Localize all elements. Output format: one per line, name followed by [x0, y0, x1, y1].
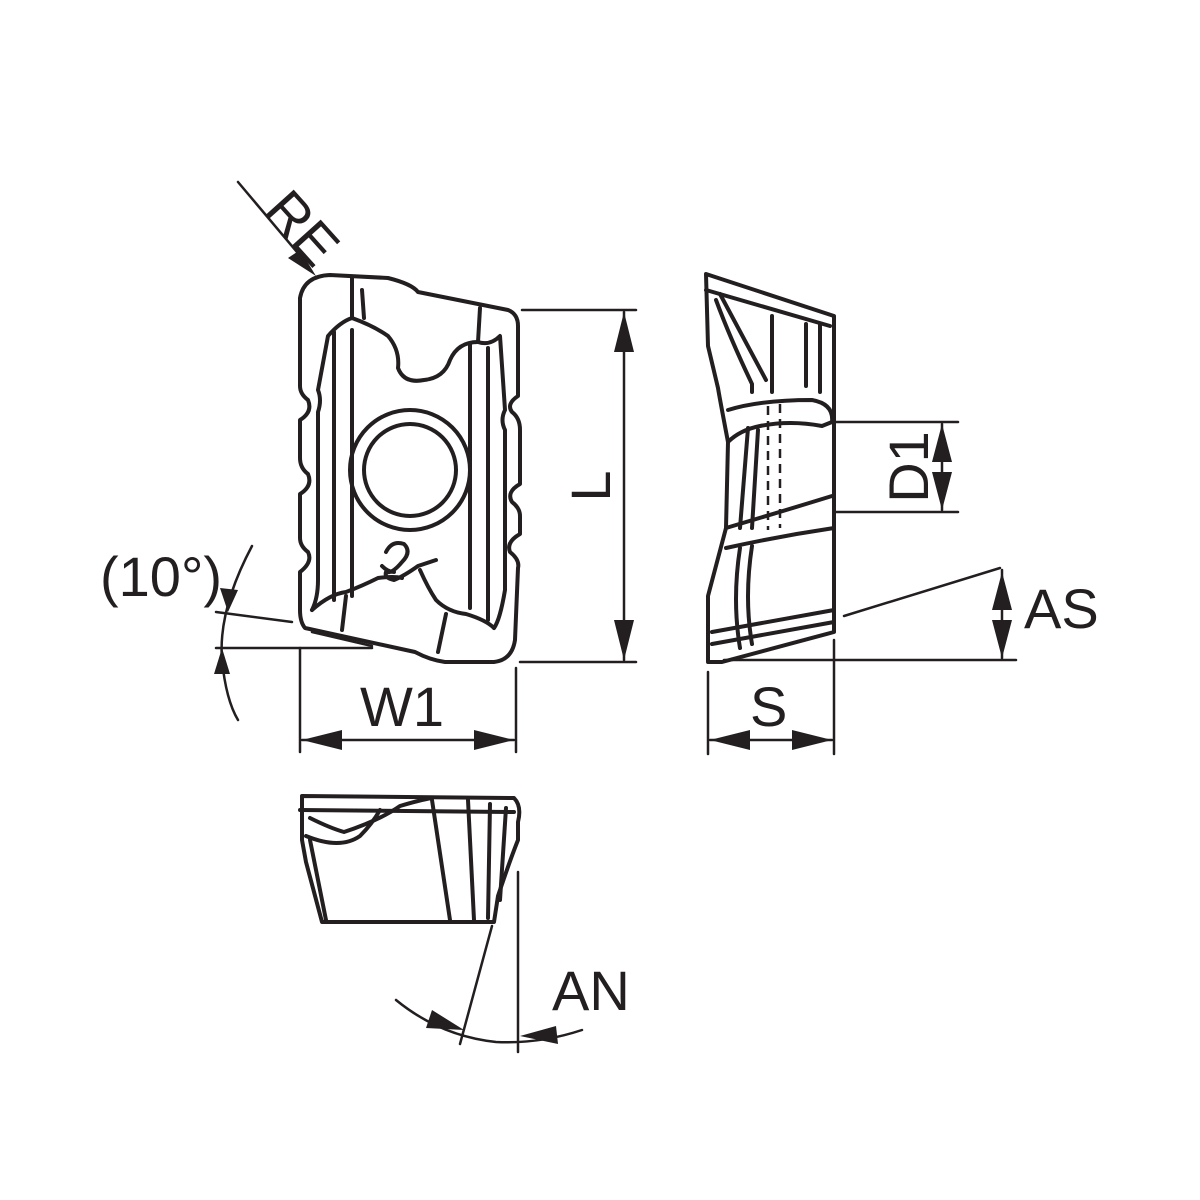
as-angle-line [842, 566, 1002, 618]
an-angle-line [458, 924, 494, 1046]
chip-breaker-bottom [310, 568, 496, 630]
front-view-chip-form [308, 796, 434, 834]
label-as: AS [1024, 577, 1099, 640]
side-view-lands [770, 314, 822, 394]
angle-line-top [214, 610, 294, 624]
side-view-lower-edge [724, 526, 836, 550]
label-s: S [750, 675, 787, 738]
w1-arrowhead-right [474, 730, 514, 750]
d1-arrowhead-bottom [932, 472, 952, 510]
an-arrowhead-right [520, 1026, 558, 1044]
corner-facet-right [436, 612, 448, 654]
label-l: L [559, 470, 622, 501]
l-arrowhead-bottom [614, 620, 634, 660]
side-view-clamp-seat [726, 398, 835, 444]
front-view-right-face [486, 802, 492, 920]
front-view-right-face-2 [498, 806, 508, 902]
label-re: RE [253, 178, 352, 278]
re-leader: RE [236, 178, 352, 278]
screw-hole-inner [362, 422, 458, 518]
re-arrowhead [288, 250, 316, 276]
angle-line-face [310, 630, 374, 648]
front-view-outline [300, 794, 522, 924]
dimension-angle-10: (10°) [100, 544, 374, 722]
dimension-l: L [518, 308, 638, 664]
l-arrowhead-top [614, 312, 634, 352]
top-view-outline [298, 273, 522, 664]
top-view-inner-edge [310, 276, 354, 612]
front-view-left-face [308, 838, 328, 922]
label-w1: W1 [360, 675, 444, 738]
as-arrowhead-top [992, 572, 1012, 610]
screw-hole-outer [348, 408, 472, 532]
front-view-top-edge [298, 808, 516, 814]
front-view-mid-face [430, 798, 452, 922]
chip-breaker-top [350, 288, 480, 383]
dimension-w1: W1 [298, 646, 518, 754]
side-view-hidden-hole [766, 404, 782, 530]
w1-arrowhead-left [302, 730, 342, 750]
top-view-inner-edge-right [476, 306, 507, 630]
side-view-bottom-edges [710, 608, 836, 646]
dimension-as: AS [722, 566, 1099, 662]
insert-side-view [704, 272, 836, 664]
side-view-top-chamfer [704, 288, 832, 328]
angle-arrowhead-top [220, 588, 238, 612]
dimension-d1: D1 [834, 420, 960, 514]
dimension-an: AN [394, 870, 630, 1054]
corner-facet-left [340, 594, 348, 632]
angle-arc [220, 544, 254, 722]
angle-arrowhead-bottom [214, 648, 230, 674]
side-view-rake-edge [718, 292, 768, 382]
dimension-s: S [706, 638, 836, 756]
s-arrowhead-left [710, 730, 750, 750]
front-view-chip-form-2 [304, 808, 382, 845]
s-arrowhead-right [792, 730, 832, 750]
front-view-mid-face-2 [466, 798, 476, 922]
grade-mark-symbol [380, 541, 438, 582]
side-view-lower-wall [734, 544, 754, 650]
label-an: AN [552, 959, 630, 1022]
insert-top-view [298, 273, 522, 664]
insert-front-view [298, 794, 522, 924]
label-angle-10: (10°) [100, 545, 222, 608]
an-arrowhead-left [426, 1010, 464, 1030]
d1-arrowhead-top [932, 424, 952, 462]
label-d1: D1 [877, 431, 940, 503]
side-view-rake-face [714, 298, 754, 394]
as-arrowhead-bottom [992, 620, 1012, 658]
side-view-inner-wall [738, 426, 760, 530]
side-view-outline [704, 272, 836, 664]
